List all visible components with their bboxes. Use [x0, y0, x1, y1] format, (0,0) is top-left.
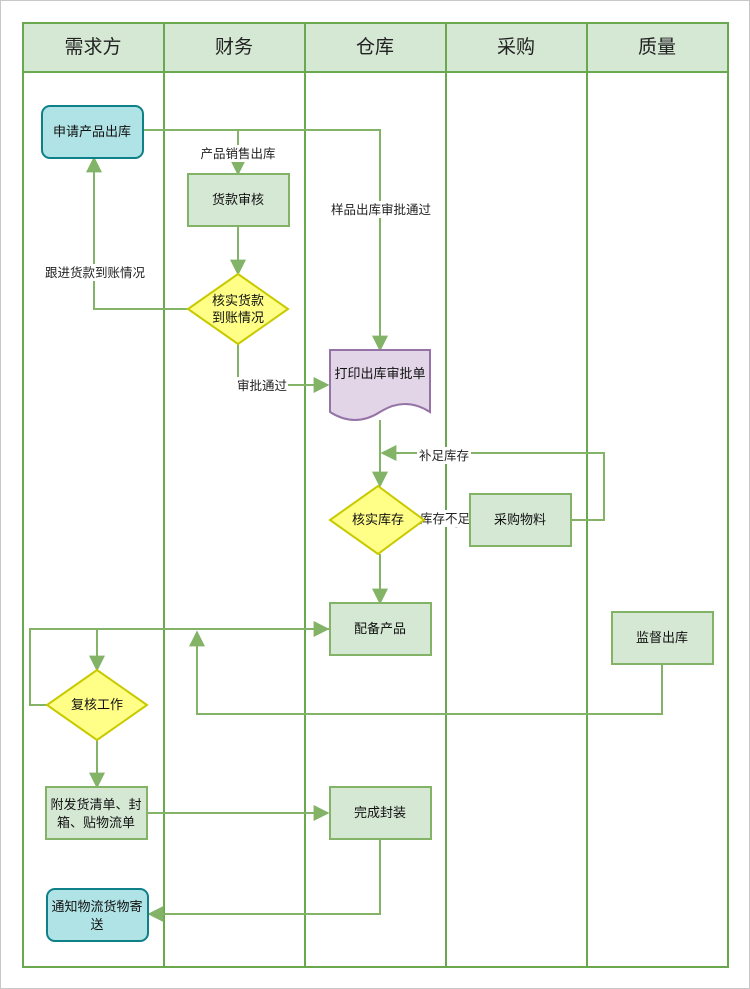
- node-seal-label: 完成封装: [354, 806, 406, 821]
- node-attach-label-2: 箱、贴物流单: [57, 815, 135, 831]
- label-sales-out: 产品销售出库: [200, 146, 275, 161]
- node-supervise[interactable]: [611, 611, 714, 665]
- node-print-doc[interactable]: [329, 349, 431, 421]
- node-apply-label: 申请产品出库: [53, 124, 131, 140]
- label-insufficient: 库存不足: [420, 511, 471, 526]
- edge-seal-to-notify: [147, 839, 381, 922]
- node-prepare[interactable]: [329, 602, 432, 656]
- lane-title-finance: 财务: [215, 36, 253, 58]
- node-purchase[interactable]: [469, 493, 572, 547]
- node-recheck-label: 复核工作: [71, 698, 123, 713]
- edge-labels: 产品销售出库 样品出库审批通过 跟进货款到账情况 审批通过 补足库存 库存不足: [44, 145, 471, 527]
- lane-headers: 需求方 财务 仓库 采购 质量: [22, 22, 729, 73]
- node-verify-payment-label-2: 到账情况: [212, 311, 264, 326]
- lane-title-demand: 需求方: [64, 36, 121, 58]
- node-notify-label-1: 通知物流货物寄: [51, 899, 142, 915]
- node-check-stock-label: 核实库存: [352, 512, 404, 528]
- node-notify-label-2: 送: [90, 918, 103, 933]
- label-restock: 补足库存: [419, 448, 469, 463]
- node-attach-label-1: 附发货清单、封: [50, 797, 141, 813]
- node-verify-payment-label-1: 核实货款: [212, 293, 264, 309]
- label-sample-approved: 样品出库审批通过: [331, 202, 432, 217]
- lane-header-purchase: [445, 22, 588, 73]
- node-recheck[interactable]: [45, 668, 149, 742]
- node-payment-review[interactable]: [187, 173, 290, 227]
- edge-recheck-to-prepare: [29, 621, 330, 706]
- node-purchase-label: 采购物料: [494, 512, 546, 528]
- lane-title-purchase: 采购: [497, 36, 535, 58]
- node-apply[interactable]: [41, 105, 144, 159]
- edges: [29, 129, 663, 922]
- node-notify[interactable]: [46, 888, 149, 942]
- node-attach[interactable]: [45, 786, 148, 840]
- edge-purchase-restock: [380, 445, 605, 521]
- lane-title-warehouse: 仓库: [356, 36, 394, 58]
- label-approved: 审批通过: [237, 378, 288, 393]
- lane-title-quality: 质量: [638, 36, 676, 58]
- edge-supervise: [189, 630, 663, 715]
- nodes: 申请产品出库 货款审核 核实货款 到账情况 打印出库审批单 核实库存 采购物料 …: [41, 105, 714, 942]
- node-payment-review-label: 货款审核: [212, 192, 264, 208]
- node-prepare-label: 配备产品: [354, 621, 406, 637]
- edge-verify-to-apply: [86, 156, 188, 310]
- node-supervise-label: 监督出库: [636, 630, 688, 646]
- node-check-stock[interactable]: [328, 484, 426, 556]
- node-verify-payment[interactable]: [186, 272, 290, 346]
- edge-apply-to-print: [238, 129, 388, 352]
- label-follow-up: 跟进货款到账情况: [45, 265, 146, 280]
- node-print-doc-label: 打印出库审批单: [334, 366, 425, 382]
- node-seal[interactable]: [329, 786, 432, 840]
